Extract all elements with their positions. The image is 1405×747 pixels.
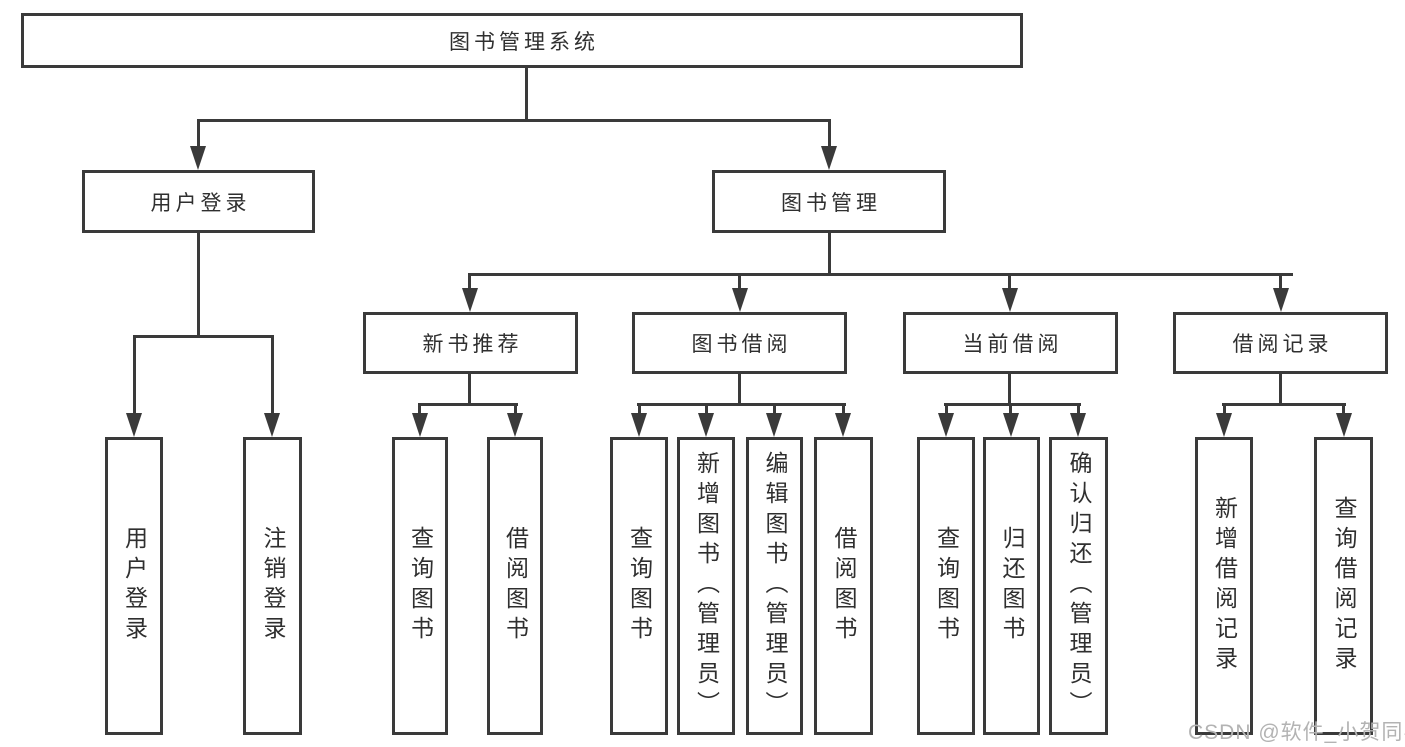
arrow-down-icon — [412, 413, 428, 437]
connector — [738, 273, 741, 291]
connector — [638, 403, 641, 415]
connector — [1342, 403, 1345, 415]
connector — [828, 119, 831, 149]
node-book-management: 图书管理 — [712, 170, 946, 233]
leaf-add-borrow-record: 新增借阅记录 — [1195, 437, 1253, 735]
arrow-down-icon — [1003, 413, 1019, 437]
connector — [133, 335, 274, 338]
connector — [468, 273, 471, 291]
connector — [418, 403, 518, 406]
arrow-down-icon — [1216, 413, 1232, 437]
connector — [738, 374, 741, 406]
node-user-login: 用户登录 — [82, 170, 315, 233]
node-book-borrowing: 图书借阅 — [632, 312, 847, 374]
arrow-down-icon — [766, 413, 782, 437]
connector — [1008, 374, 1011, 406]
connector — [705, 403, 708, 415]
node-new-book-recommendation: 新书推荐 — [363, 312, 578, 374]
connector — [514, 403, 517, 415]
arrow-down-icon — [190, 146, 206, 170]
node-root-library-system: 图书管理系统 — [21, 13, 1023, 68]
connector — [197, 119, 831, 122]
arrow-down-icon — [698, 413, 714, 437]
connector — [1223, 403, 1226, 415]
connector — [944, 403, 1081, 406]
connector — [945, 403, 948, 415]
arrow-down-icon — [507, 413, 523, 437]
connector — [828, 233, 831, 276]
arrow-down-icon — [835, 413, 851, 437]
connector — [1222, 403, 1346, 406]
leaf-return-books: 归还图书 — [983, 437, 1040, 735]
node-borrowing-records: 借阅记录 — [1173, 312, 1388, 374]
leaf-edit-books-admin: 编辑图书（管理员） — [746, 437, 803, 735]
connector — [271, 335, 274, 415]
connector — [418, 403, 421, 415]
leaf-user-login: 用户登录 — [105, 437, 163, 735]
connector — [197, 233, 200, 337]
leaf-query-books-borrowing: 查询图书 — [610, 437, 668, 735]
leaf-confirm-return-admin: 确认归还（管理员） — [1049, 437, 1108, 735]
connector — [1009, 403, 1012, 415]
connector — [842, 403, 845, 415]
leaf-borrow-books-recommend: 借阅图书 — [487, 437, 543, 735]
watermark: CSDN @软件_小贺同学 — [1188, 721, 1405, 744]
arrow-down-icon — [264, 413, 280, 437]
leaf-add-books-admin: 新增图书（管理员） — [677, 437, 735, 735]
arrow-down-icon — [631, 413, 647, 437]
arrow-down-icon — [126, 413, 142, 437]
node-current-borrowing: 当前借阅 — [903, 312, 1118, 374]
connector — [468, 374, 471, 406]
connector — [1008, 273, 1011, 291]
leaf-query-borrow-record: 查询借阅记录 — [1314, 437, 1373, 735]
connector — [773, 403, 776, 415]
arrow-down-icon — [1336, 413, 1352, 437]
connector — [1077, 403, 1080, 415]
arrow-down-icon — [732, 288, 748, 312]
leaf-query-books-recommend: 查询图书 — [392, 437, 448, 735]
arrow-down-icon — [821, 146, 837, 170]
arrow-down-icon — [1070, 413, 1086, 437]
connector — [197, 119, 200, 149]
leaf-borrow-books-borrowing: 借阅图书 — [814, 437, 873, 735]
connector — [468, 273, 1293, 276]
arrow-down-icon — [462, 288, 478, 312]
connector — [637, 403, 846, 406]
connector — [1279, 374, 1282, 406]
connector — [525, 68, 528, 122]
leaf-logout: 注销登录 — [243, 437, 302, 735]
connector — [1279, 273, 1282, 291]
arrow-down-icon — [938, 413, 954, 437]
leaf-query-books-current: 查询图书 — [917, 437, 975, 735]
arrow-down-icon — [1002, 288, 1018, 312]
connector — [133, 335, 136, 415]
arrow-down-icon — [1273, 288, 1289, 312]
